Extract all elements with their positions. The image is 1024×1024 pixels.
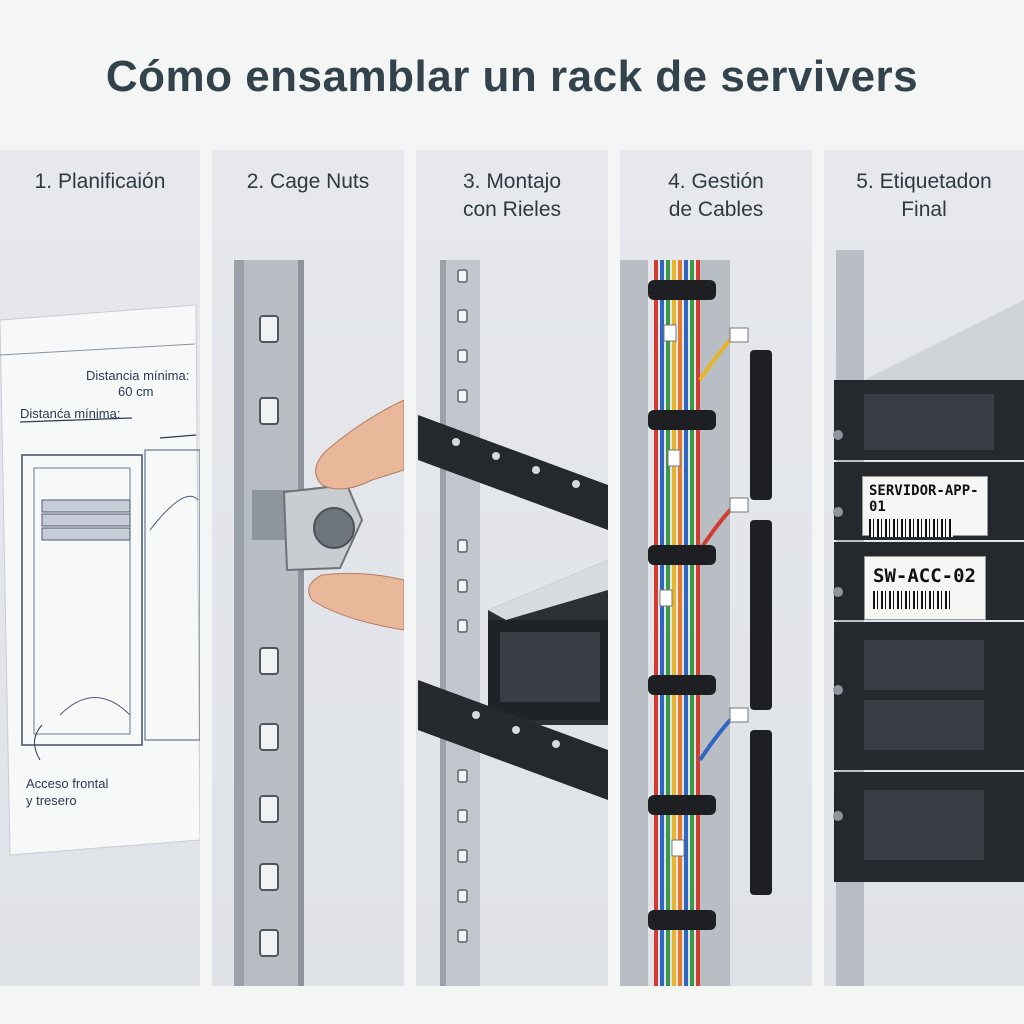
note-min-distance-2: Distanća mínima: <box>20 406 121 421</box>
page-title: Cómo ensamblar un rack de servivers <box>105 52 919 101</box>
server-label-text: SERVIDOR-APP-01 <box>869 483 979 515</box>
server-label-app: SERVIDOR-APP-01 <box>862 476 988 537</box>
note-min-distance-value: 60 cm <box>118 384 154 399</box>
note-access-rear: y tresero <box>26 793 77 808</box>
cage-nut-illustration <box>234 260 404 986</box>
panel-planning: 1. Planificaión Distancia mínima: 60 cm … <box>0 150 200 986</box>
note-min-distance: Distancia mínima: <box>86 368 190 383</box>
server-label-switch: SW-ACC-02 <box>864 556 986 620</box>
barcode-icon <box>869 519 953 537</box>
note-access-front: Acceso frontal <box>26 776 109 791</box>
planning-sketch <box>0 304 200 856</box>
barcode-icon <box>873 591 953 609</box>
panel-caption: 2. Cage Nuts <box>246 170 370 193</box>
rail-illustration <box>418 260 608 986</box>
cable-bundle-illustration <box>620 260 772 986</box>
panel-cage-nuts: 2. Cage Nuts <box>212 150 404 986</box>
server-label-text: SW-ACC-02 <box>873 565 976 587</box>
panel-caption: 1. Planificaión <box>34 170 166 193</box>
